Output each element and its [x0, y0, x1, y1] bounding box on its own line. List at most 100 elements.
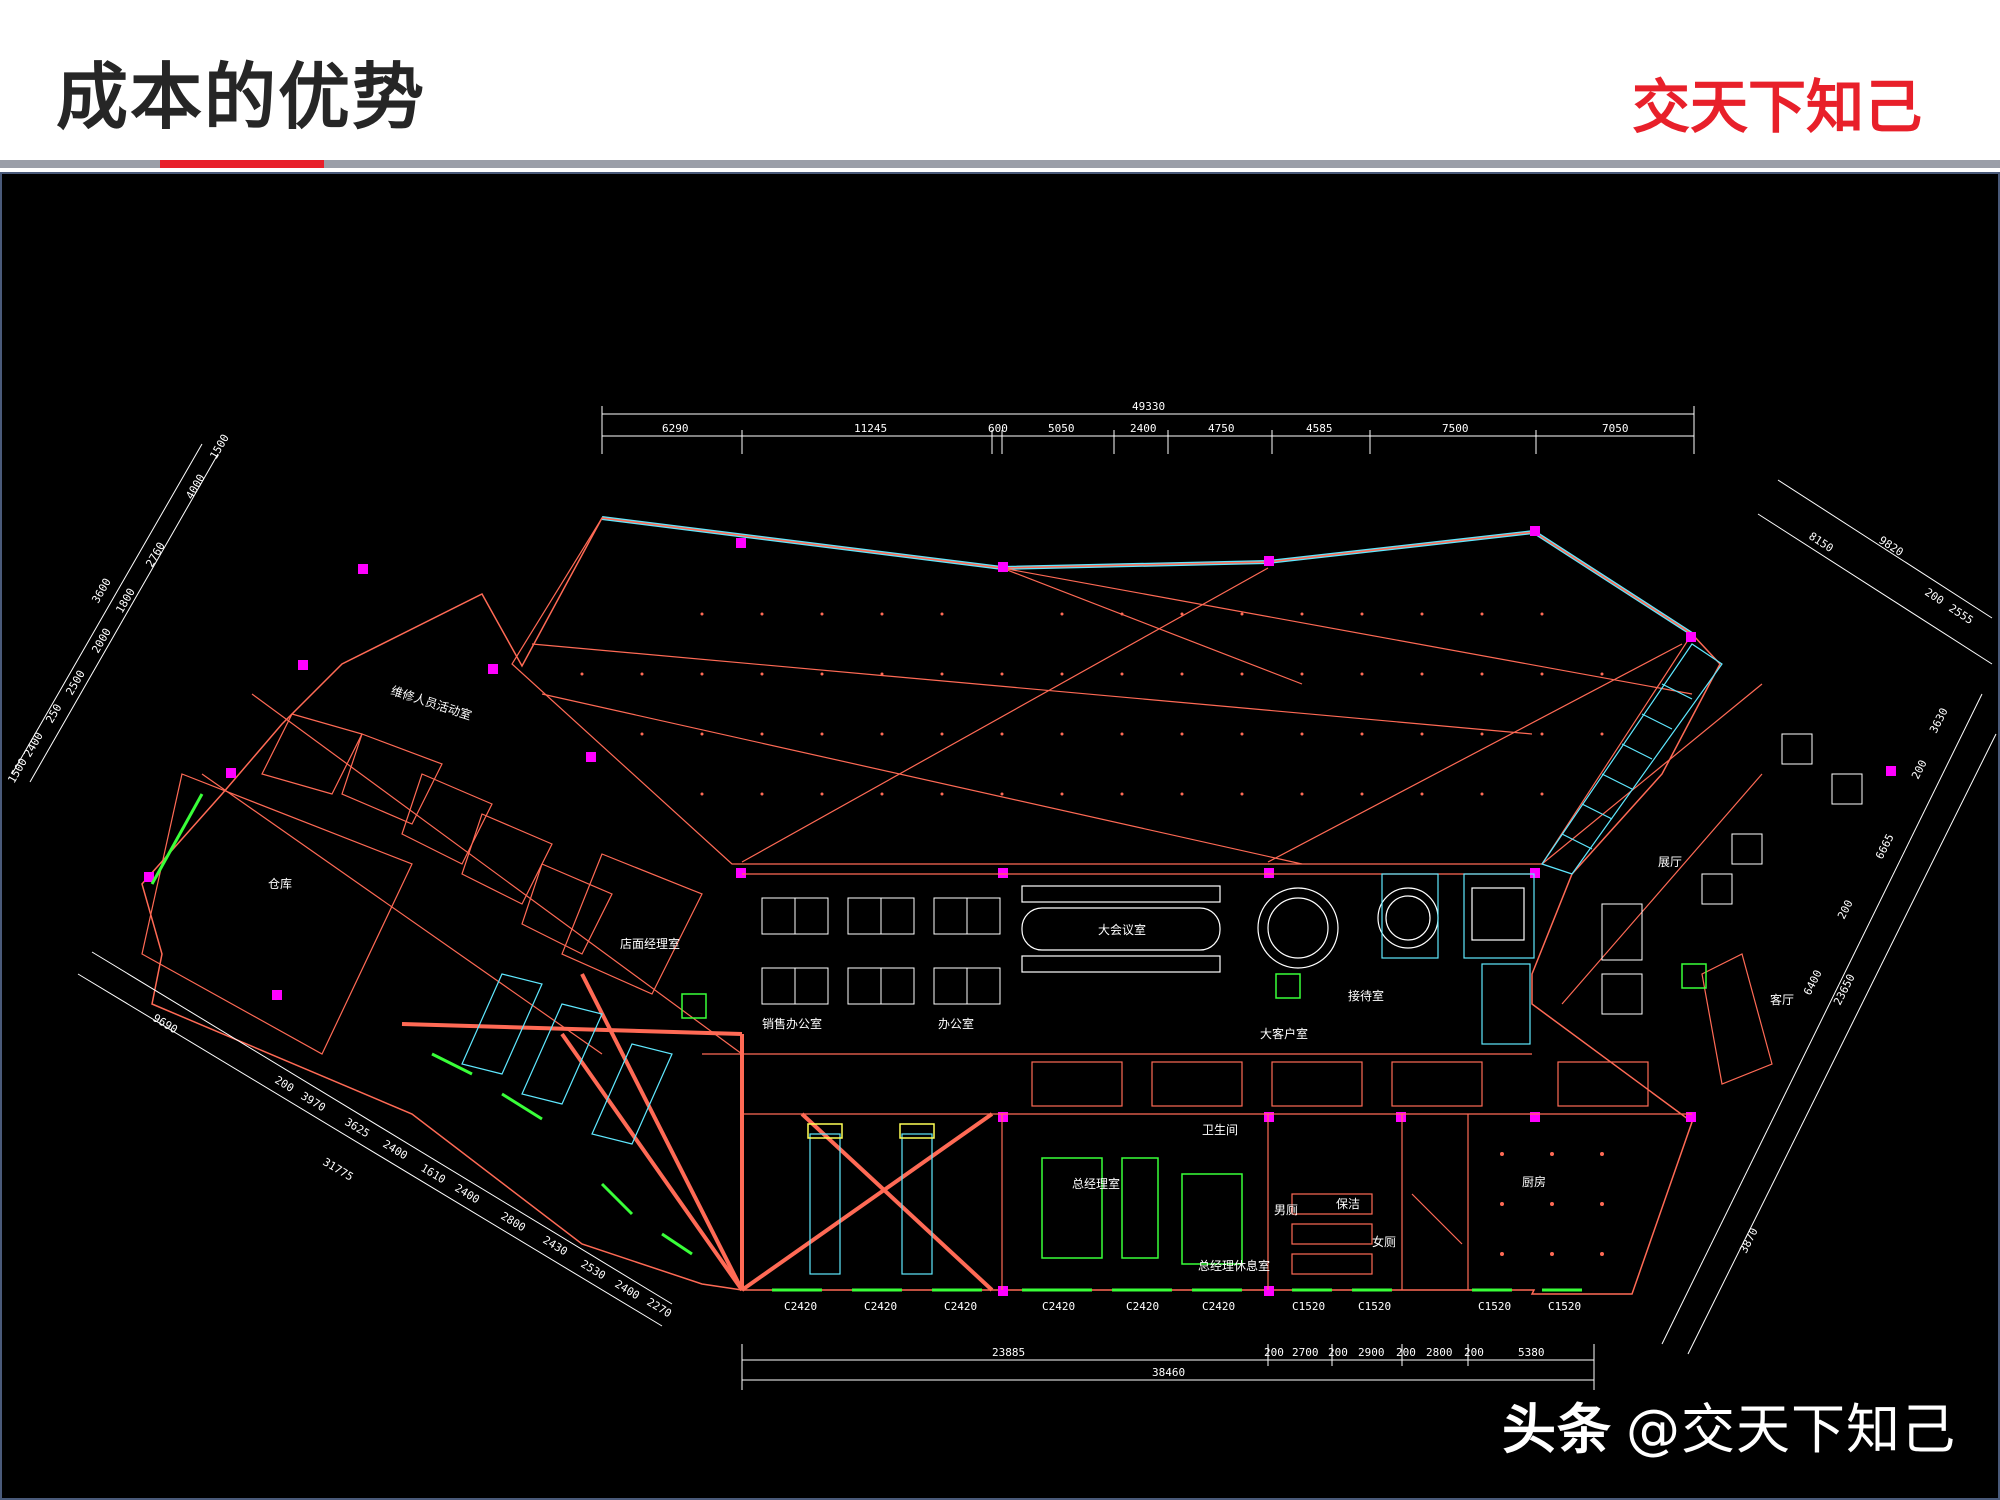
- right-upper-dimension-texts: 9820 8150 200 2555: [1806, 530, 1975, 627]
- dim-right-lower: 200: [1835, 898, 1856, 922]
- building-outline: [141, 517, 1721, 1295]
- dim-left-upper: 2400: [21, 730, 46, 759]
- dim-right-upper: 2555: [1946, 602, 1975, 627]
- dim-top-seg: 11245: [854, 422, 887, 435]
- right-wing: [1541, 683, 1773, 1085]
- right-lower-dimension-chain: [1661, 693, 1997, 1355]
- open-area-boundary: [511, 517, 1693, 865]
- left-wing-rooms: [141, 693, 743, 1055]
- watermark-handle: @交天下知己: [1626, 1398, 1956, 1461]
- dim-bottom-seg: 200: [1264, 1346, 1284, 1359]
- header-accent-bar: [160, 160, 324, 168]
- dim-right-upper: 9820: [1876, 534, 1905, 559]
- dim-top-seg: 7050: [1602, 422, 1629, 435]
- right-wing-furniture: [1601, 733, 1863, 1015]
- dim-left-upper: 1500: [5, 756, 30, 785]
- left-wing-green-windows: [150, 793, 1582, 1292]
- room-label-cleaning: 保洁: [1336, 1197, 1360, 1211]
- page-title: 成本的优势: [56, 55, 427, 139]
- service-bays: [461, 973, 933, 1275]
- room-label-sales-office-2: 办公室: [938, 1016, 974, 1031]
- structural-columns: [144, 526, 1896, 1296]
- dim-top-seg: 2400: [1130, 422, 1157, 435]
- dim-bottom-seg: 2800: [1426, 1346, 1453, 1359]
- left-lower-dimension-texts: 9690 200 3970 3625 2400 1610 2400 2800 2…: [150, 1011, 673, 1320]
- dim-left-lower: 2270: [644, 1295, 673, 1320]
- dim-bottom-seg: 200: [1396, 1346, 1416, 1359]
- window-tag: C2420: [944, 1300, 977, 1313]
- hall-ceiling-points: [580, 612, 1604, 796]
- dim-right-lower: 6665: [1873, 832, 1897, 862]
- room-label-gm-office: 总经理室: [1072, 1176, 1120, 1191]
- wet-zone: [1291, 1193, 1463, 1275]
- dim-left-lower: 200: [272, 1073, 296, 1094]
- room-label-womens: 女厕: [1372, 1234, 1396, 1249]
- dim-left-lower: 3970: [298, 1089, 327, 1114]
- dim-top-seg: 7500: [1442, 422, 1469, 435]
- dim-bottom-total: 38460: [1152, 1366, 1185, 1379]
- equipment-accents: [681, 963, 1707, 1265]
- brand-logo-text: 交天下知己: [1631, 73, 1922, 141]
- window-tag: C2420: [864, 1300, 897, 1313]
- dim-top-total: 49330: [1132, 400, 1165, 413]
- reception-zone: [1381, 873, 1535, 1045]
- window-tag: C1520: [1478, 1300, 1511, 1313]
- dim-bottom-seg: 200: [1328, 1346, 1348, 1359]
- dim-bottom-seg: 5380: [1518, 1346, 1545, 1359]
- watermark: 头条@交天下知己: [1502, 1385, 1956, 1464]
- top-dimension-chain: [601, 406, 1695, 454]
- dim-left-lower: 2430: [540, 1233, 569, 1258]
- kitchen-ceiling-points: [1500, 1152, 1604, 1256]
- dim-right-upper: 200: [1922, 586, 1946, 608]
- cad-floor-plan: 49330 6290 11245 600 5050 2400 4750 4585…: [0, 172, 2000, 1500]
- office-zone: [702, 873, 1692, 1290]
- dim-left-upper: 250: [43, 702, 64, 726]
- room-label-gm-rest: 总经理休息室: [1198, 1258, 1270, 1273]
- right-upper-dimension-chain: [1757, 479, 1993, 665]
- room-label-reception-1: 接待室: [1348, 988, 1384, 1003]
- room-label-mens: 男厕: [1274, 1203, 1298, 1217]
- dim-bottom-seg: 2700: [1292, 1346, 1319, 1359]
- room-label-kitchen: 厨房: [1522, 1174, 1546, 1189]
- dim-left-upper: 2000: [89, 626, 114, 655]
- dim-top-seg: 600: [988, 422, 1008, 435]
- window-tag: C2420: [784, 1300, 817, 1313]
- window-tag: C1520: [1292, 1300, 1325, 1313]
- room-label-lounge: 客厅: [1770, 992, 1794, 1007]
- left-upper-dimension-chain: [11, 443, 219, 783]
- window-tag: C1520: [1358, 1300, 1391, 1313]
- left-upper-dimension-texts: 1500 4000 2760 3600 1800 2000 2500 250 2…: [5, 432, 232, 785]
- dim-right-lower: 200: [1909, 758, 1930, 782]
- dim-left-upper: 3600: [89, 576, 114, 605]
- conference-table: [1021, 885, 1221, 973]
- right-lower-dimension-texts: 3630 200 6665 200 6400 23650 3870: [1737, 706, 1951, 1256]
- dim-right-lower: 23650: [1831, 972, 1858, 1007]
- dim-bottom-seg: 200: [1464, 1346, 1484, 1359]
- dim-left-upper: 4000: [183, 472, 208, 501]
- round-tables: [1257, 887, 1525, 969]
- room-label-large-meeting: 大会议室: [1098, 922, 1146, 937]
- dim-top-seg: 4750: [1208, 422, 1235, 435]
- window-tag: C2420: [1202, 1300, 1235, 1313]
- room-label-hall: 展厅: [1658, 855, 1682, 869]
- room-label-staff-activity: 维修人员活动室: [389, 683, 474, 723]
- dim-left-upper: 2500: [63, 668, 88, 697]
- header-divider: [0, 160, 2000, 168]
- right-wing-glazing: [1541, 643, 1723, 875]
- dim-bottom-seg: 2900: [1358, 1346, 1385, 1359]
- bottom-dimension-chain: [741, 1344, 1595, 1390]
- dim-right-upper: 8150: [1806, 530, 1835, 555]
- window-tag: C1520: [1548, 1300, 1581, 1313]
- dim-bottom-seg: 23885: [992, 1346, 1025, 1359]
- left-wing-bracing: [401, 973, 994, 1292]
- window-tag: C2420: [1126, 1300, 1159, 1313]
- hall-bracing: [531, 567, 1693, 865]
- dim-top-seg: 6290: [662, 422, 689, 435]
- left-lower-dimension-chain: [77, 951, 673, 1327]
- dim-right-lower: 6400: [1801, 968, 1825, 998]
- dim-left-lower: 31775: [320, 1155, 355, 1183]
- window-tag: C2420: [1042, 1300, 1075, 1313]
- dim-left-upper: 1500: [207, 432, 232, 461]
- workstation-desks: [761, 897, 1001, 1005]
- floor-plan-drawing: 49330 6290 11245 600 5050 2400 4750 4585…: [5, 400, 1997, 1390]
